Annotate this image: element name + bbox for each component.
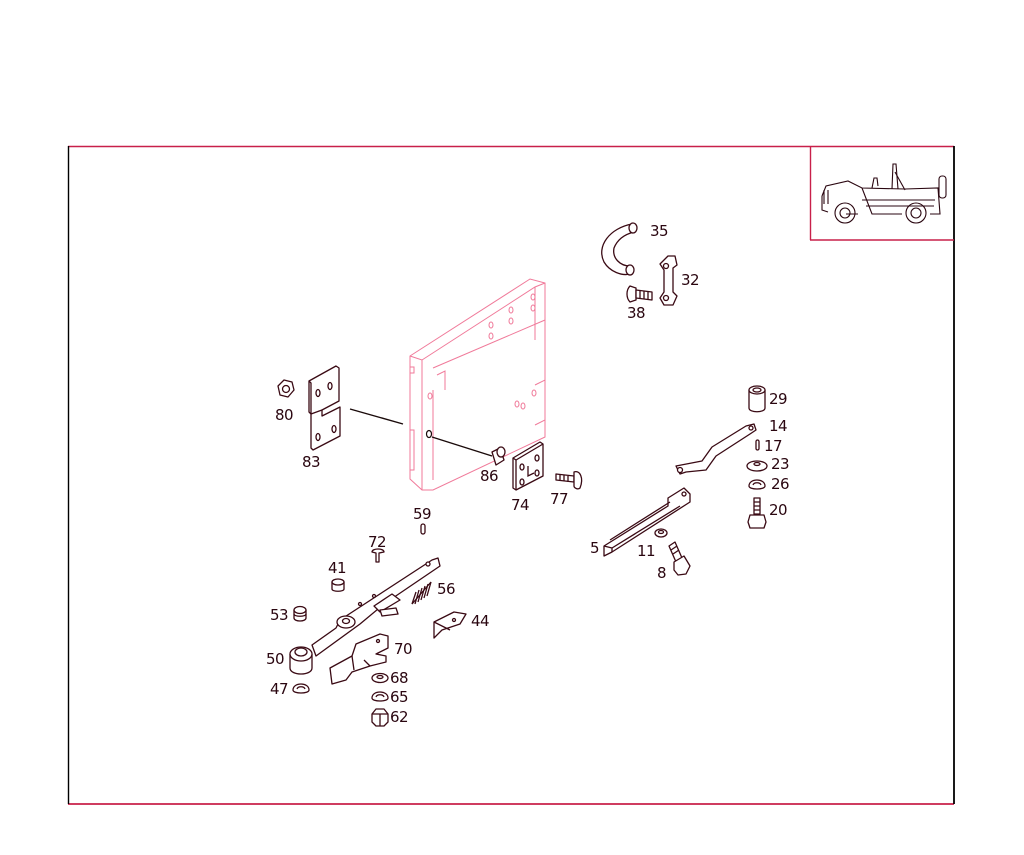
part-86-bushing bbox=[491, 446, 506, 466]
diagram-frame bbox=[67, 145, 955, 805]
part-80-nut bbox=[277, 379, 295, 398]
part-5-rail bbox=[603, 487, 691, 557]
callout-35: 35 bbox=[650, 222, 669, 240]
part-62-nut bbox=[371, 708, 389, 727]
callout-70: 70 bbox=[394, 640, 413, 658]
callout-29: 29 bbox=[769, 390, 788, 408]
callout-32: 32 bbox=[681, 271, 700, 289]
part-38-screw bbox=[626, 285, 653, 303]
part-17-pin bbox=[755, 439, 760, 451]
callout-41: 41 bbox=[328, 559, 347, 577]
callout-86: 86 bbox=[480, 467, 499, 485]
part-83-hinge-plate bbox=[308, 365, 341, 451]
callout-80: 80 bbox=[275, 406, 294, 424]
callout-72: 72 bbox=[368, 533, 387, 551]
callout-38: 38 bbox=[627, 304, 646, 322]
part-29-spacer bbox=[748, 385, 766, 413]
main-lever-arm bbox=[311, 557, 441, 657]
part-50-roller bbox=[289, 646, 313, 675]
callout-14: 14 bbox=[769, 417, 788, 435]
part-8-bolt bbox=[668, 541, 691, 576]
callout-53: 53 bbox=[270, 606, 289, 624]
part-26-lock-washer bbox=[748, 479, 766, 490]
part-77-screw bbox=[555, 471, 583, 490]
callout-50: 50 bbox=[266, 650, 285, 668]
part-32-bracket bbox=[659, 255, 678, 306]
vehicle-thumbnail bbox=[809, 146, 954, 241]
callout-23: 23 bbox=[771, 455, 790, 473]
part-44-cam bbox=[433, 611, 467, 639]
callout-8: 8 bbox=[657, 564, 667, 582]
part-72-rivet bbox=[371, 548, 385, 563]
part-65-lock-washer bbox=[371, 691, 389, 702]
part-68-washer bbox=[371, 672, 389, 684]
callout-65: 65 bbox=[390, 688, 409, 706]
callout-68: 68 bbox=[390, 669, 409, 687]
leader-lines bbox=[349, 408, 493, 457]
part-59-pin bbox=[420, 523, 426, 535]
vehicle-icon bbox=[821, 163, 947, 224]
callout-47: 47 bbox=[270, 680, 289, 698]
part-74-plate bbox=[512, 441, 544, 491]
backing-plate-outline bbox=[409, 278, 546, 491]
part-23-washer bbox=[746, 460, 768, 472]
part-11-washer bbox=[654, 528, 668, 538]
part-20-bolt bbox=[747, 497, 767, 529]
callout-5: 5 bbox=[590, 539, 600, 557]
callout-17: 17 bbox=[764, 437, 783, 455]
callout-26: 26 bbox=[771, 475, 790, 493]
callout-11: 11 bbox=[637, 542, 656, 560]
callout-74: 74 bbox=[511, 496, 530, 514]
callout-20: 20 bbox=[769, 501, 788, 519]
callout-83: 83 bbox=[302, 453, 321, 471]
part-41-cap bbox=[331, 578, 345, 592]
callout-59: 59 bbox=[413, 505, 432, 523]
part-70-latch bbox=[329, 633, 389, 685]
part-47-lock-washer bbox=[292, 683, 310, 694]
callout-62: 62 bbox=[390, 708, 409, 726]
callout-44: 44 bbox=[471, 612, 490, 630]
part-35-clamp bbox=[601, 222, 638, 276]
callout-56: 56 bbox=[437, 580, 456, 598]
callout-77: 77 bbox=[550, 490, 569, 508]
part-53-bushing bbox=[293, 605, 307, 622]
part-56-spring bbox=[411, 581, 432, 605]
part-14-link bbox=[675, 423, 757, 475]
